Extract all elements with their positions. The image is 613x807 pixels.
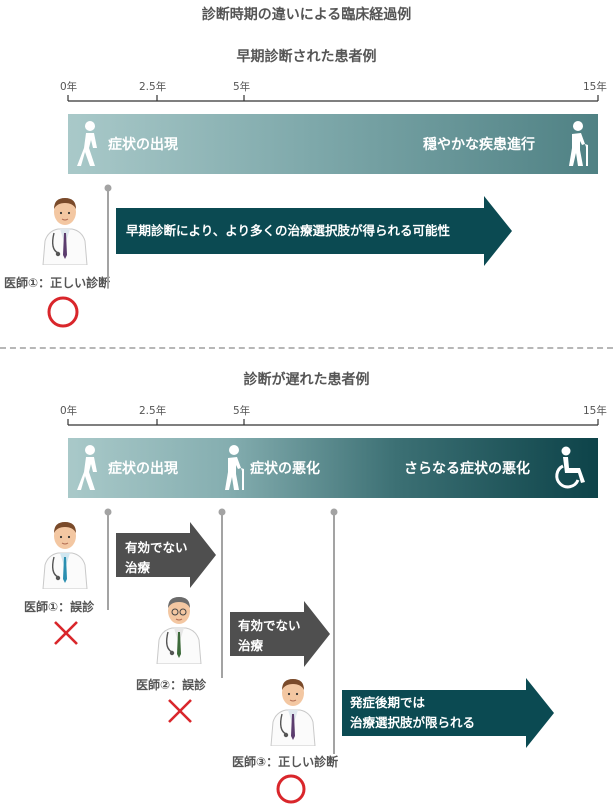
- band-label-onset: 症状の出現: [108, 137, 178, 153]
- diagnosis-marker-2: [218, 508, 226, 678]
- elderly-cane-icon: [569, 121, 588, 166]
- tick-0: 0年: [60, 81, 78, 93]
- walking-person-icon: [77, 445, 97, 490]
- tick-5-b: 5年: [233, 405, 251, 417]
- doctor1-label: 医師①：誤診: [24, 600, 95, 614]
- arrow1-line1: 有効でない: [125, 540, 188, 555]
- arrow-ineffective-2: [230, 601, 330, 667]
- diagnosis-marker-early: [104, 184, 112, 288]
- section-title-early: 早期診断された患者例: [236, 49, 377, 65]
- section-title-delayed: 診断が遅れた患者例: [243, 372, 370, 388]
- circle-mark-icon: [276, 774, 306, 804]
- circle-mark-icon: [47, 296, 79, 328]
- cross-mark-icon: [168, 699, 192, 723]
- walking-person-icon: [77, 121, 97, 166]
- cross-mark-icon: [54, 621, 78, 645]
- arrow3-line1: 発症後期では: [350, 695, 426, 710]
- band-label-mild-progression: 穏やかな疾患進行: [423, 137, 535, 153]
- main-title: 診断時期の違いによる臨床経過例: [201, 7, 412, 23]
- diagnosis-marker-3: [330, 508, 338, 754]
- diagnosis-marker-1: [104, 508, 112, 610]
- arrow-early-diagnosis: [116, 196, 512, 266]
- arrow3-line2: 治療選択肢が限られる: [350, 715, 476, 730]
- symptom-band-early: [68, 114, 598, 174]
- tick-2-5-b: 2.5年: [139, 405, 167, 417]
- doctor3-label: 医師③：正しい診断: [232, 755, 339, 769]
- arrow2-line1: 有効でない: [238, 618, 301, 633]
- doctor-avatar: [156, 597, 202, 664]
- arrow-ineffective-1: [116, 522, 216, 588]
- elderly-cane-icon: [225, 445, 244, 490]
- timeline-axis-delayed: [67, 419, 599, 426]
- tick-15-b: 15年: [583, 405, 607, 417]
- arrow2-line2: 治療: [238, 638, 264, 653]
- wheelchair-icon: [555, 446, 585, 489]
- doctor-avatar: [270, 679, 316, 746]
- tick-0-b: 0年: [60, 405, 78, 417]
- doctor-avatar: [42, 522, 88, 589]
- section-divider: [0, 347, 613, 349]
- band-label-further-worsening: さらなる症状の悪化: [404, 461, 530, 477]
- doctor-avatar: [42, 198, 88, 265]
- tick-15: 15年: [583, 81, 607, 93]
- arrow-late-stage: [342, 678, 554, 748]
- doctor2-label: 医師②：誤診: [136, 678, 207, 692]
- arrow1-line2: 治療: [125, 560, 151, 575]
- tick-2-5: 2.5年: [139, 81, 167, 93]
- tick-5: 5年: [233, 81, 251, 93]
- band-label-onset-b: 症状の出現: [108, 461, 178, 477]
- doctor-label-early: 医師①：正しい診断: [4, 276, 111, 290]
- timeline-axis-early: [67, 95, 599, 102]
- symptom-band-delayed: [68, 438, 598, 498]
- band-label-worsening: 症状の悪化: [250, 461, 320, 477]
- arrow-early-text: 早期診断により、より多くの治療選択肢が得られる可能性: [126, 223, 451, 238]
